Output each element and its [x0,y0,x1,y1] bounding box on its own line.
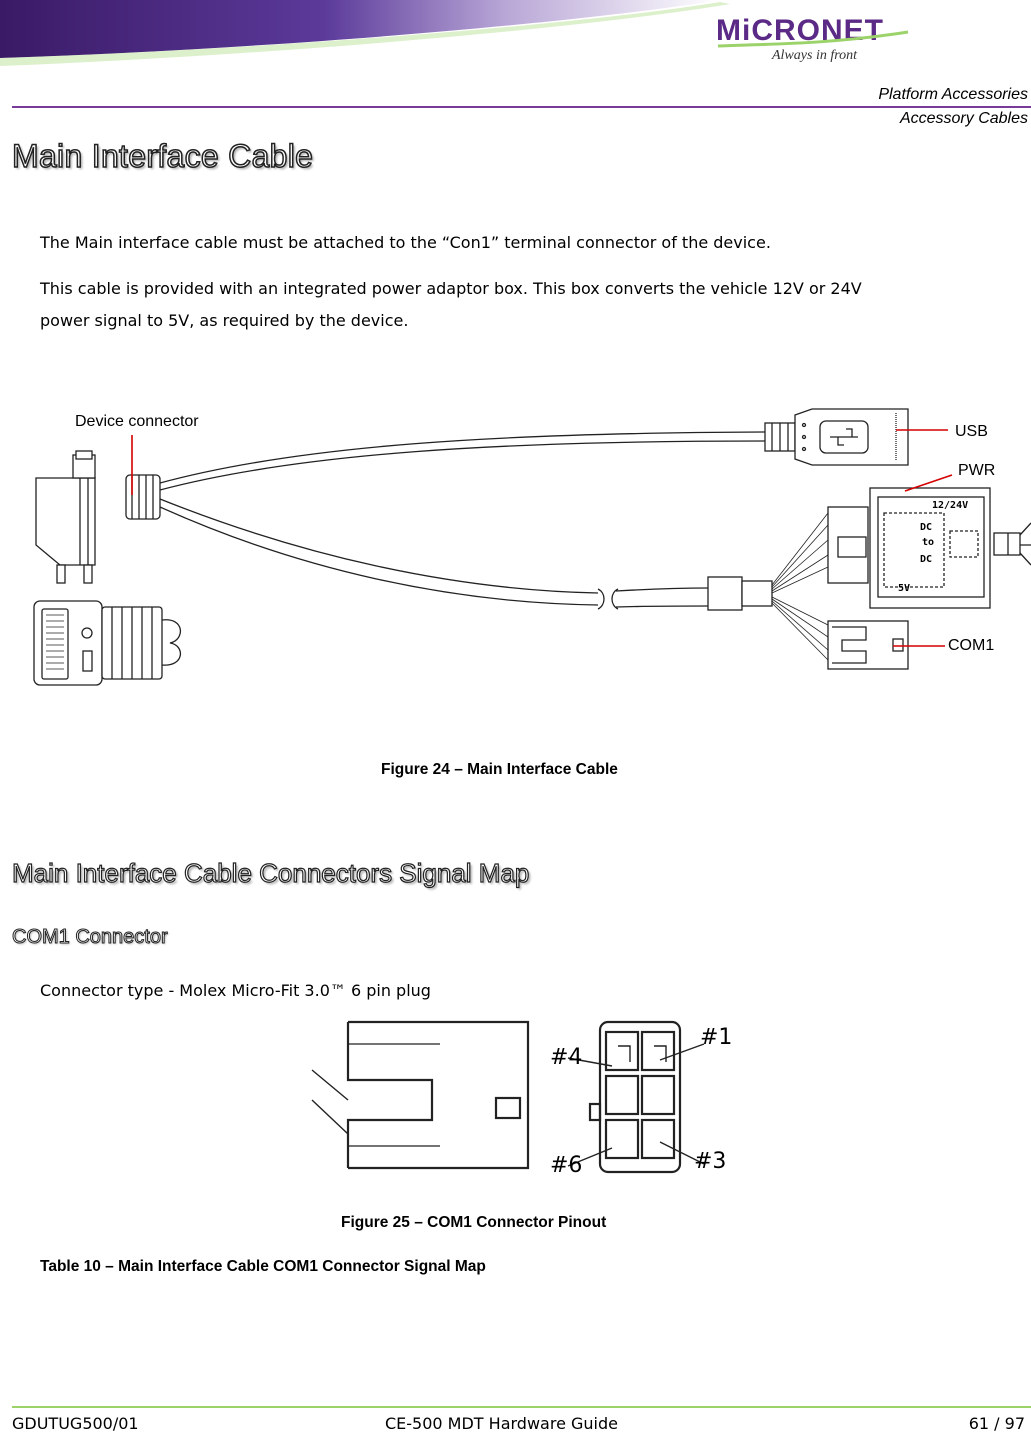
footer-page-number: 61 / 97 [968,1414,1025,1433]
pin-label-1: #1 [700,1025,732,1050]
label-usb: USB [955,423,988,440]
page-title: Main Interface Cable [11,137,314,175]
intro-paragraph-1: The Main interface cable must be attache… [40,233,771,252]
label-device-connector: Device connector [75,413,199,430]
box-label-to: to [922,537,934,548]
table-10-caption: Table 10 – Main Interface Cable COM1 Con… [40,1258,486,1275]
box-label-input: 12/24V [932,500,968,511]
micronet-logo: MiCRONET Always in front [716,14,909,63]
box-label-dc-1: DC [920,522,932,533]
header-section: Platform Accessories [878,86,1028,103]
intro-paragraph-2-line-2: power signal to 5V, as required by the d… [40,311,409,330]
subsection-title-com1: COM1 Connector [12,926,169,949]
header-subsection: Accessory Cables [899,110,1028,127]
box-label-dc-2: DC [920,554,932,565]
header-swoosh [0,0,730,66]
main-interface-cable-figure: 12/24V DC to DC 5V [33,408,1031,686]
pin-label-3: #3 [694,1149,726,1174]
intro-paragraph-2-line-1: This cable is provided with an integrate… [40,279,862,298]
com1-pinout-figure: #4 #1 #6 #3 [311,1020,732,1178]
box-label-output: 5V [898,583,910,594]
pin-label-4: #4 [550,1045,582,1070]
header-divider [12,106,1031,108]
svg-text:Always in front: Always in front [771,48,858,63]
connector-type-text: Connector type - Molex Micro-Fit 3.0™ 6 … [40,981,431,1000]
footer-divider [12,1406,1031,1408]
label-com1: COM1 [948,637,995,654]
footer-doc-title: CE-500 MDT Hardware Guide [385,1414,618,1433]
section-title-signal-map: Main Interface Cable Connectors Signal M… [11,857,530,888]
label-pwr: PWR [958,462,996,479]
figure-24-caption: Figure 24 – Main Interface Cable [381,761,618,778]
figure-25-caption: Figure 25 – COM1 Connector Pinout [341,1214,607,1231]
pin-label-6: #6 [550,1153,582,1178]
footer-doc-id: GDUTUG500/01 [12,1414,139,1433]
